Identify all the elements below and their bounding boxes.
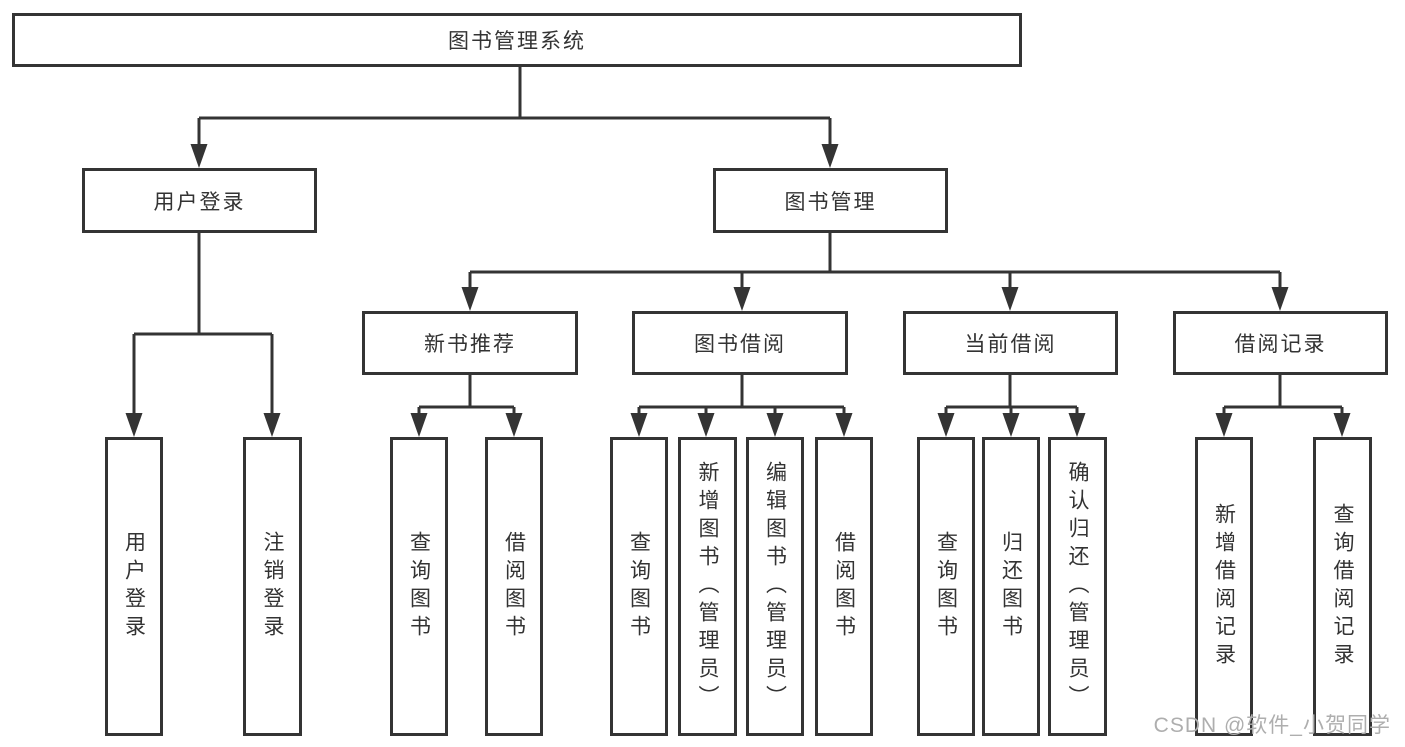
arrowhead-icons bbox=[125, 144, 1351, 437]
leaf-add-books-admin: 新增图书（管理员） bbox=[678, 437, 737, 736]
leaf-add-books-admin-label: 新增图书（管理员） bbox=[696, 460, 719, 713]
leaf-query-books-borrowing-label: 查询图书 bbox=[627, 530, 651, 643]
leaf-query-borrow-record: 查询借阅记录 bbox=[1313, 437, 1372, 736]
node-current-borrowing: 当前借阅 bbox=[903, 311, 1118, 375]
leaf-logout-label: 注销登录 bbox=[261, 530, 284, 643]
node-new-book-recommend: 新书推荐 bbox=[362, 311, 578, 375]
node-book-management-label: 图书管理 bbox=[784, 190, 877, 214]
node-book-borrowing: 图书借阅 bbox=[632, 311, 848, 375]
leaf-return-books: 归还图书 bbox=[982, 437, 1040, 736]
node-root-label: 图书管理系统 bbox=[448, 30, 586, 53]
leaf-query-books-current: 查询图书 bbox=[917, 437, 975, 736]
leaf-borrow-books-label: 借阅图书 bbox=[832, 530, 856, 643]
leaf-add-borrow-record: 新增借阅记录 bbox=[1195, 437, 1253, 736]
leaf-borrow-books-recommend-label: 借阅图书 bbox=[502, 530, 526, 643]
leaf-query-books-current-label: 查询图书 bbox=[934, 530, 958, 643]
leaf-query-borrow-record-label: 查询借阅记录 bbox=[1331, 502, 1354, 671]
leaf-user-login: 用户登录 bbox=[105, 437, 163, 736]
leaf-return-books-label: 归还图书 bbox=[999, 530, 1023, 643]
node-root-system: 图书管理系统 bbox=[12, 13, 1022, 67]
node-book-borrowing-label: 图书借阅 bbox=[694, 333, 786, 356]
leaf-user-login-label: 用户登录 bbox=[122, 530, 146, 643]
node-new-book-recommend-label: 新书推荐 bbox=[424, 333, 516, 356]
leaf-add-borrow-record-label: 新增借阅记录 bbox=[1212, 502, 1236, 671]
node-borrowing-records-label: 借阅记录 bbox=[1234, 333, 1327, 356]
leaf-borrow-books-recommend: 借阅图书 bbox=[485, 437, 543, 736]
leaf-query-books-recommend: 查询图书 bbox=[390, 437, 448, 736]
node-current-borrowing-label: 当前借阅 bbox=[964, 333, 1057, 356]
node-user-login: 用户登录 bbox=[82, 168, 317, 233]
leaf-borrow-books: 借阅图书 bbox=[815, 437, 873, 736]
leaf-edit-books-admin-label: 编辑图书（管理员） bbox=[763, 460, 787, 713]
leaf-logout: 注销登录 bbox=[243, 437, 302, 736]
leaf-query-books-borrowing: 查询图书 bbox=[610, 437, 668, 736]
leaf-confirm-return-admin: 确认归还（管理员） bbox=[1048, 437, 1107, 736]
csdn-watermark: CSDN @软件_小贺同学 bbox=[1153, 714, 1391, 737]
node-user-login-label: 用户登录 bbox=[153, 190, 246, 214]
leaf-query-books-recommend-label: 查询图书 bbox=[407, 530, 431, 643]
leaf-confirm-return-admin-label: 确认归还（管理员） bbox=[1066, 460, 1089, 713]
node-borrowing-records: 借阅记录 bbox=[1173, 311, 1388, 375]
node-book-management: 图书管理 bbox=[713, 168, 948, 233]
leaf-edit-books-admin: 编辑图书（管理员） bbox=[746, 437, 804, 736]
